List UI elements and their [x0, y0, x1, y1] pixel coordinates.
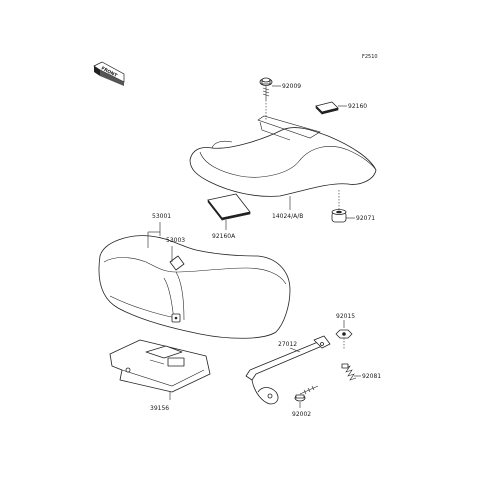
label-92009: 92009 — [282, 83, 301, 90]
front-arrow-icon: FRONT — [93, 61, 125, 86]
bolt-92009-icon — [259, 77, 273, 100]
label-39156: 39156 — [150, 405, 169, 412]
label-92071: 92071 — [356, 215, 375, 222]
pad-92160a-icon — [207, 193, 251, 221]
grommet-92071-icon — [331, 190, 347, 223]
bracket-27012-part — [245, 335, 331, 405]
tray-39156-part — [109, 339, 211, 393]
label-27012: 27012 — [278, 341, 297, 348]
pad-92160-icon — [315, 101, 339, 115]
seat-part — [98, 235, 291, 339]
nut-92015-icon — [335, 329, 353, 339]
label-53003: 53003 — [166, 237, 185, 244]
label-92081: 92081 — [362, 373, 381, 380]
screw-92002-icon — [294, 385, 319, 402]
spring-92081-icon — [341, 363, 357, 381]
seat-cowl-part — [189, 115, 377, 197]
label-92002: 92002 — [292, 411, 311, 418]
label-92160: 92160 — [348, 103, 367, 110]
label-53001: 53001 — [152, 213, 171, 220]
label-92160a: 92160A — [212, 233, 236, 240]
label-92015: 92015 — [336, 313, 355, 320]
figure-code: F2510 — [362, 54, 378, 60]
label-14024: 14024/A/B — [272, 213, 303, 220]
